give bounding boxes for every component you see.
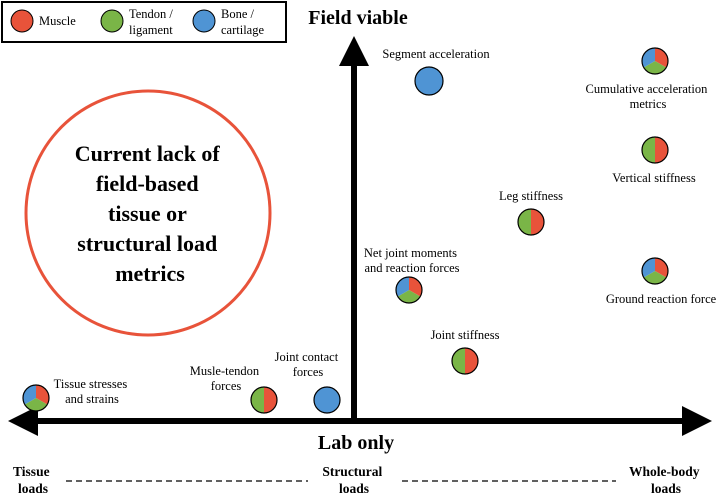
leg-stiffness-label: Leg stiffness — [499, 189, 563, 203]
metric-joint-contact-forces: Joint contact forces — [275, 350, 342, 414]
vertical-stiffness-label: Vertical stiffness — [612, 171, 696, 185]
tissue-stresses-pie — [22, 384, 50, 412]
legend-box — [1, 1, 287, 43]
joint-stiffness-tendon-slice — [452, 348, 465, 374]
vertical-stiffness-tendon-slice — [642, 137, 655, 163]
metric-ground-reaction-force: Ground reaction force — [606, 257, 717, 306]
joint-contact-forces-outline — [313, 386, 341, 414]
ground-reaction-force-pie — [641, 257, 669, 285]
legend-muscle-label: Muscle — [39, 14, 76, 28]
segment-acceleration-outline — [414, 66, 444, 96]
tissue-stresses-strains-tendon-slice — [24, 398, 48, 412]
cumulative-acceleration-metrics-outline — [641, 47, 669, 75]
net-joint-moments-tendon-slice — [397, 290, 421, 304]
legend-tendon-swatch — [100, 9, 124, 33]
joint-stiffness-muscle-slice — [465, 348, 478, 374]
scale-tissue-loads: Tissue loads — [13, 464, 53, 496]
joint-contact-forces-label: Joint contact forces — [275, 350, 342, 379]
metric-segment-acceleration: Segment acceleration — [382, 47, 490, 96]
muscle-tendon-forces-pie — [250, 386, 278, 414]
scale-structural-loads: Structural loads — [322, 464, 385, 496]
metric-vertical-stiffness: Vertical stiffness — [612, 136, 696, 185]
load-scale: Tissue loads Structural loads Whole-body… — [13, 464, 703, 496]
leg-stiffness-tendon-slice — [518, 209, 531, 235]
vertical-stiffness-muscle-slice — [655, 137, 668, 163]
vertical-stiffness-pie — [641, 136, 669, 164]
joint-contact-forces-pie — [313, 386, 341, 414]
legend-tendon-label: Tendon / ligament — [129, 7, 176, 37]
legend-muscle-swatch — [10, 9, 34, 33]
net-joint-moments-outline — [395, 276, 423, 304]
scale-whole-body-loads: Whole-body loads — [629, 464, 703, 496]
lack-text: Current lack of field-based tissue or st… — [75, 141, 226, 286]
metric-muscle-tendon-forces: Musle-tendon forces — [190, 364, 278, 414]
metric-cumulative-acceleration: Cumulative acceleration metrics — [586, 47, 711, 111]
axes: Field viable Lab only — [7, 7, 712, 454]
net-joint-moments-label: Net joint moments and reaction forces — [364, 246, 460, 275]
tissue-stresses-strains-outline — [22, 384, 50, 412]
ground-reaction-force-tendon-slice — [643, 271, 667, 285]
cumulative-acceleration-metrics-tendon-slice — [643, 61, 667, 75]
muscle-tendon-forces-tendon-slice — [251, 387, 264, 413]
tissue-stresses-label: Tissue stresses and strains — [54, 377, 131, 406]
segment-acceleration-pie — [414, 66, 444, 96]
segment-acceleration-label: Segment acceleration — [382, 47, 490, 61]
lack-of-metrics-callout: Current lack of field-based tissue or st… — [24, 89, 272, 337]
metric-tissue-stresses: Tissue stresses and strains — [22, 377, 131, 412]
metric-joint-stiffness: Joint stiffness — [431, 328, 500, 375]
cumulative-acceleration-label: Cumulative acceleration metrics — [586, 82, 711, 111]
net-joint-moments-pie — [395, 276, 423, 304]
lab-only-label: Lab only — [318, 432, 394, 454]
metric-net-joint-moments: Net joint moments and reaction forces — [364, 246, 460, 304]
vertical-stiffness-outline — [641, 136, 669, 164]
joint-stiffness-label: Joint stiffness — [431, 328, 500, 342]
legend-bone-swatch — [192, 9, 216, 33]
joint-stiffness-outline — [451, 347, 479, 375]
cumulative-acceleration-pie — [641, 47, 669, 75]
ground-reaction-force-outline — [641, 257, 669, 285]
leg-stiffness-pie — [517, 208, 545, 236]
leg-stiffness-muscle-slice — [531, 209, 544, 235]
lack-circle — [24, 89, 272, 337]
segment-acceleration-bone-slice — [415, 67, 443, 95]
joint-contact-forces-bone-slice — [314, 387, 340, 413]
muscle-tendon-forces-outline — [250, 386, 278, 414]
legend-bone-label: Bone / cartilage — [221, 7, 264, 37]
leg-stiffness-outline — [517, 208, 545, 236]
legend: Muscle Tendon / ligament Bone / cartilag… — [1, 1, 287, 43]
muscle-tendon-forces-muscle-slice — [264, 387, 277, 413]
joint-stiffness-pie — [451, 347, 479, 375]
field-viable-label: Field viable — [308, 7, 408, 29]
metric-leg-stiffness: Leg stiffness — [499, 189, 563, 236]
ground-reaction-force-label: Ground reaction force — [606, 292, 717, 306]
muscle-tendon-forces-label: Musle-tendon forces — [190, 364, 263, 393]
